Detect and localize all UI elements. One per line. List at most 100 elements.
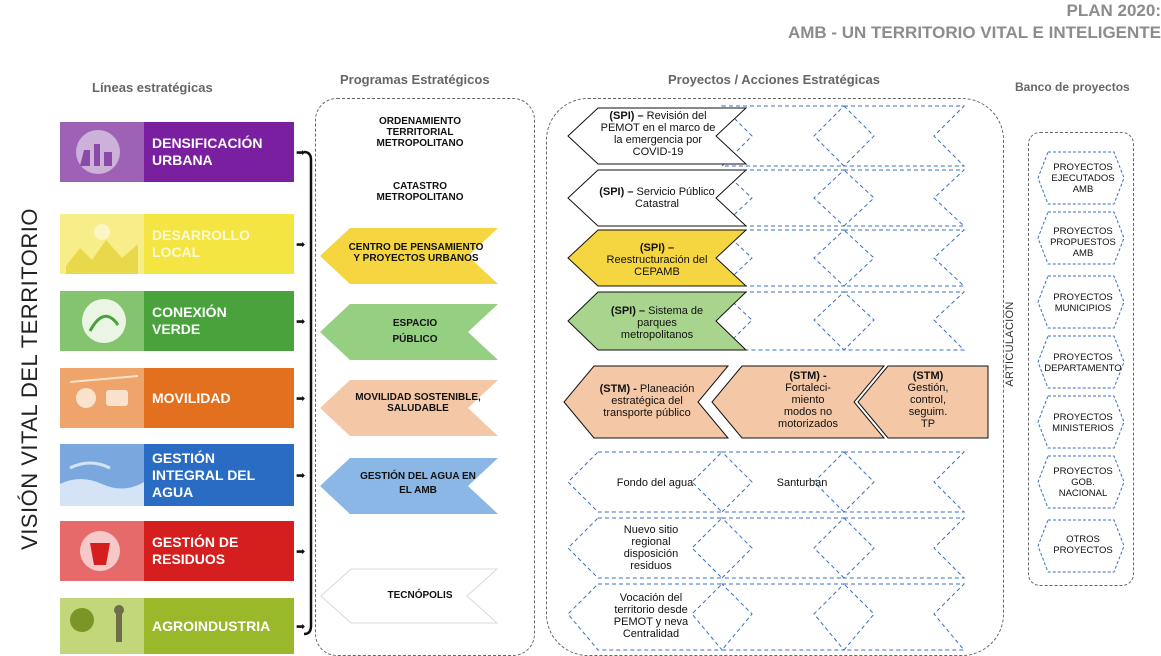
banco-item-nacional: PROYECTOS GOB. NACIONAL [1038,466,1128,499]
green-connection-icon [60,291,144,351]
programa-cepamb-shape [320,228,498,284]
proyecto-santurban: Santurban [776,477,828,489]
programa-text: SALUDABLE [387,403,449,414]
banco-text: PROPUESTOS [1050,237,1116,248]
programa-text: CENTRO DE PENSAMIENTO [348,242,484,253]
proyecto-text: regional [631,536,671,548]
local-development-icon [60,214,144,274]
proyecto-code: (STM) - [789,370,827,382]
proyecto-code: (SPI) – [639,242,675,254]
programa-text: TERRITORIAL [386,127,454,138]
proyecto-text: CEPAMB [634,266,680,278]
proyecto-gestion-tp: (STM) Gestión, control, seguim. TP [888,370,968,430]
banco-text: EJECUTADOS [1051,173,1115,184]
proyecto-text: miento [791,394,825,406]
proyecto-text: Centralidad [622,628,680,640]
linea-6-l1: GESTIÓN DE [152,534,239,550]
linea-4-l1: MOVILIDAD [152,389,231,406]
proyecto-text: Gestión, [907,382,949,394]
arrow-right-icon: ➡ [296,546,306,558]
proyecto-text: Catastral [634,198,680,210]
programa-text: EL AMB [399,485,437,496]
proyectos-header: Proyectos / Acciones Estratégicas [668,72,880,87]
proyecto-no-motorizados: (STM) - Fortaleci- miento modos no motor… [748,370,868,430]
proyecto-fondo-agua: Fondo del agua [616,477,694,489]
linea-1-l2: URBANA [152,152,213,168]
linea-6-l2: RESIDUOS [152,551,226,567]
proyecto-text: territorio desde [614,604,688,616]
proyecto-vocacion: Vocación del territorio desde PEMOT y ne… [586,592,716,640]
arrow-right-icon: ➡ [296,470,306,482]
programa-text: METROPOLITANO [376,192,464,203]
proyecto-text: TP [920,418,936,430]
proyecto-text: Revisión del [643,110,707,122]
arrow-right-icon: ➡ [296,621,306,633]
linea-2-l2: LOCAL [152,244,201,260]
proyecto-code: (SPI) – [610,305,646,317]
plan-title: PLAN 2020: AMB - UN TERRITORIO VITAL E I… [0,0,1161,44]
proyecto-text: motorizados [778,418,838,430]
plan-title-line1: PLAN 2020: [1066,1,1161,20]
proyecto-parques: (SPI) – Sistema de parques metropolitano… [582,305,732,341]
water-icon [60,444,144,506]
proyecto-code: (STM) - [599,383,637,395]
banco-text: PROYECTOS [1053,352,1113,363]
banco-item-ejecutados: PROYECTOS EJECUTADOS AMB [1038,162,1128,195]
linea-3-l2: VERDE [152,321,201,337]
proyectos-shapes [563,105,989,651]
banco-text: NACIONAL [1058,488,1108,499]
programa-agua-shape [320,458,498,514]
programa-cepamb: CENTRO DE PENSAMIENTO Y PROYECTOS URBANO… [334,242,498,264]
proyecto-text: estratégica del [611,395,683,407]
proyecto-code: (SPI) – [599,186,634,198]
programa-text: METROPOLITANO [376,138,464,149]
proyecto-text: PEMOT en el marco de [600,122,716,134]
banco-text: MINISTERIOS [1052,423,1114,434]
proyecto-text: PEMOT y neva [613,616,689,628]
plan-title-line2: AMB - UN TERRITORIO VITAL E INTELIGENTE [787,23,1161,42]
banco-header: Banco de proyectos [1015,80,1130,94]
linea-agroindustria: AGROINDUSTRIA [60,598,294,654]
arrow-right-icon: ➡ [296,316,306,328]
proyecto-text: Sistema de [645,305,704,317]
proyecto-planeacion-tp: (STM) - Planeación estratégica del trans… [576,383,718,419]
banco-text: PROYECTOS [1053,466,1113,477]
linea-1-l1: DENSIFICACIÓN [152,135,263,151]
banco-text: GOB. [1071,477,1095,488]
programa-agua: GESTIÓN DEL AGUA EN EL AMB [340,470,496,498]
linea-3-l1: CONEXIÓN [152,304,227,320]
banco-container [1028,132,1134,586]
proyecto-text: Nuevo sitio [623,524,679,536]
banco-item-ministerios: PROYECTOS MINISTERIOS [1038,412,1128,434]
proyecto-residuos: Nuevo sitio regional disposición residuo… [586,524,716,572]
proyecto-cepamb: (SPI) – Reestructuración del CEPAMB [582,242,732,278]
programa-movilidad: MOVILIDAD SOSTENIBLE, SALUDABLE [336,392,500,414]
banco-text: PROYECTOS [1053,545,1113,556]
proyecto-text: control, [909,394,947,406]
proyecto-text: Planeación [636,383,695,395]
vision-label: VISIÓN VITAL DEL TERRITORIO [17,208,42,550]
proyecto-catastral: (SPI) – Servicio Público Catastral [582,186,732,210]
banco-item-municipios: PROYECTOS MUNICIPIOS [1038,292,1128,314]
programa-text: TECNÓPOLIS [387,590,453,601]
banco-text: PROYECTOS [1053,412,1113,423]
articulacion-label: ARTICULACIÓN [1004,301,1016,387]
banco-text: PROYECTOS [1053,162,1113,173]
programa-tecnopolis-shape [320,568,498,624]
arrow-right-icon: ➡ [296,147,306,159]
programa-text: MOVILIDAD SOSTENIBLE, [355,392,481,403]
proyecto-code: (STM) [912,370,944,382]
programa-text: ORDENAMIENTO [378,116,462,127]
linea-5-l2: INTEGRAL DEL [152,466,256,483]
programa-text: GESTIÓN DEL AGUA EN [360,471,476,482]
agriculture-icon [60,598,144,654]
proyecto-text: parques [637,317,677,329]
proyecto-text: Reestructuración del [606,254,708,266]
proyecto-code: (SPI) – [609,110,644,122]
banco-text: MUNICIPIOS [1054,303,1112,314]
proyecto-text: Fortaleci- [785,382,831,394]
city-map-icon [60,122,144,182]
proyecto-text: Servicio Público [633,186,715,198]
